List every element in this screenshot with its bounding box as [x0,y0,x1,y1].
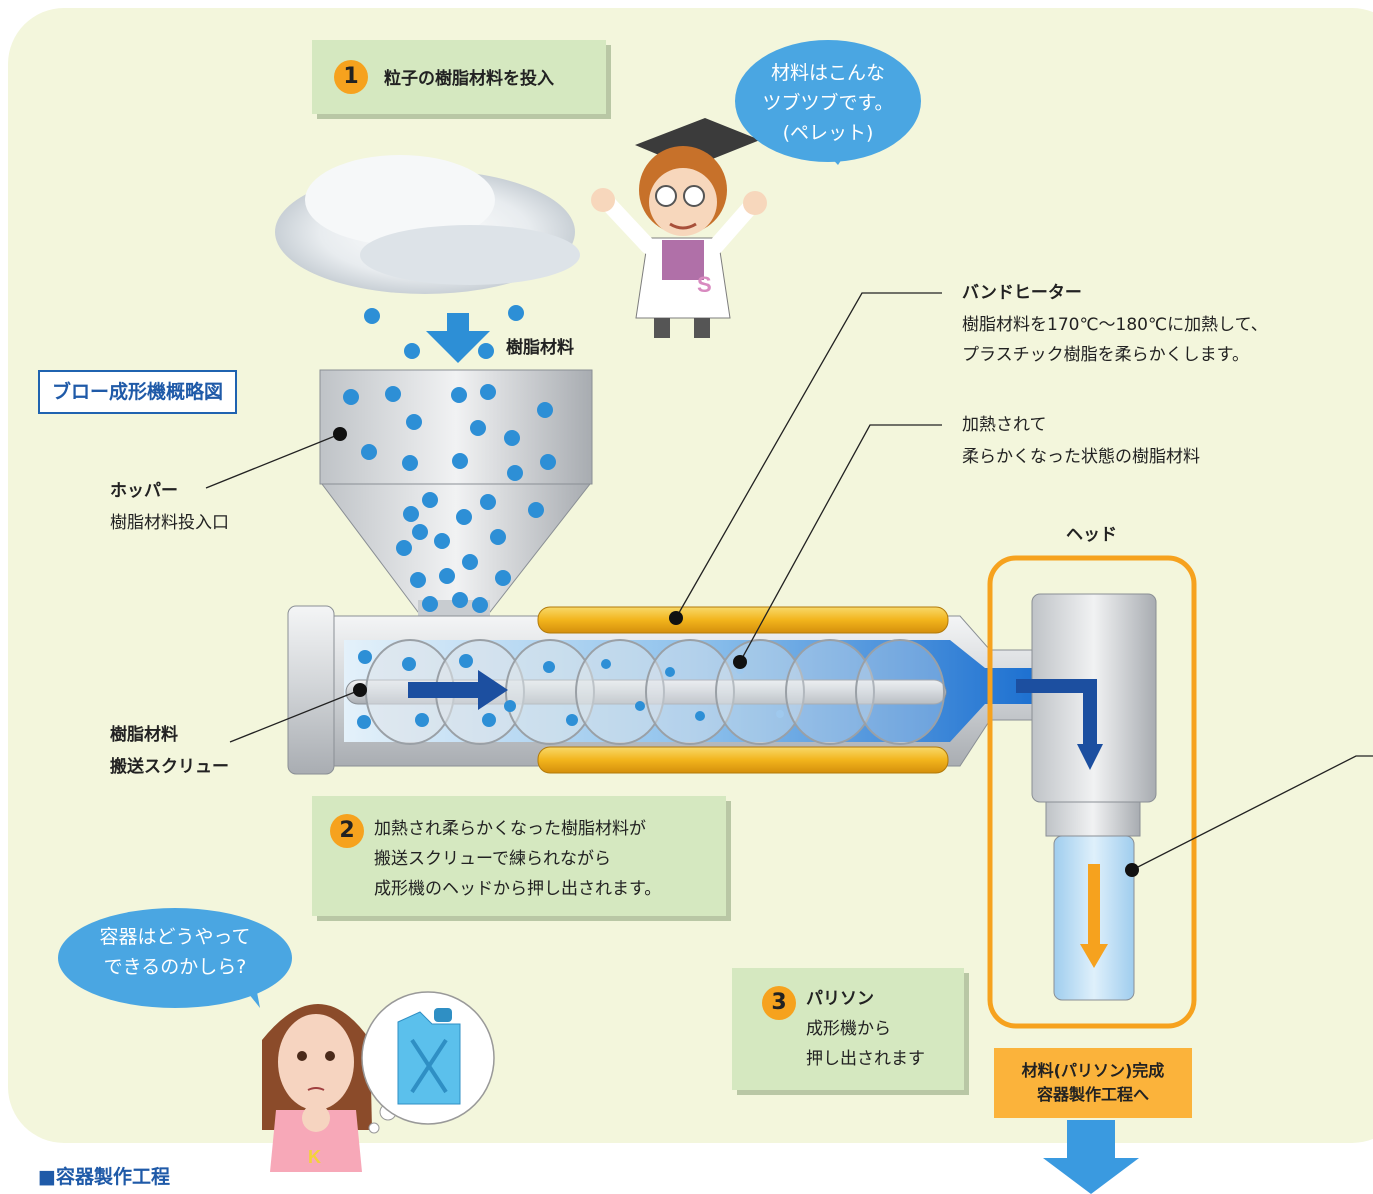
professor-speech-bubble: 材料はこんな ツブツブです。 (ペレット) [735,40,921,162]
heated-material-line1: 加熱されて [962,415,1047,435]
step3-number-badge: 3 [762,986,796,1020]
head-flow-arrow-icon [1016,679,1097,746]
parison-arrow-icon [1088,864,1100,946]
girl-letter: K [308,1147,321,1167]
girl-character [262,1004,372,1172]
head-label: ヘッド [1066,525,1117,545]
pellet-pile [275,155,580,294]
section-heading: ■容器製作工程 [38,1166,170,1188]
diagram-title: ブロー成形機概略図 [38,370,238,414]
professor-bubble-line: ツブツブです。 [762,92,894,114]
step1-number-badge: 1 [334,60,368,94]
professor-bubble-line: (ペレット) [782,122,874,144]
thought-bubble [361,991,495,1134]
leader-dots [333,427,1139,877]
girl-bubble-line: できるのかしら? [103,956,247,978]
screw-label-line2: 搬送スクリュー [110,757,229,777]
hopper-title: ホッパー [110,481,178,501]
step3-text-line: 成形機から [806,1019,891,1039]
step3-box: 3 パリソン 成形機から 押し出されます [732,968,964,1090]
step3-title: パリソン [806,989,874,1009]
band-heater-top [537,606,949,634]
heated-material-line2: 柔らかくなった状態の樹脂材料 [962,447,1200,467]
screw-pellets [357,650,784,729]
bottom-arrow-icon [1067,1120,1115,1160]
parison-complete-callout: 材料(パリソン)完成 容器製作工程へ [994,1048,1192,1118]
hopper-description: 樹脂材料投入口 [110,513,229,533]
step1-box: 1 粒子の樹脂材料を投入 [312,40,606,114]
step2-text-line: 搬送スクリューで練られながら [374,849,611,869]
head-frame [987,555,1197,1029]
band-heater-description-line2: プラスチック樹脂を柔らかくします。 [962,345,1249,365]
step2-text-line: 成形機のヘッドから押し出されます。 [374,879,662,899]
girl-bubble-line: 容器はどうやって [99,926,251,948]
hopper-pellets [343,384,556,613]
callout-line: 材料(パリソン)完成 [1021,1061,1165,1080]
screw-label-line1: 樹脂材料 [110,725,178,745]
step1-text: 粒子の樹脂材料を投入 [384,69,554,89]
step2-text-line: 加熱され柔らかくなった樹脂材料が [374,819,646,839]
step2-number-badge: 2 [330,814,364,848]
professor-character [591,118,767,338]
step3-text-line: 押し出されます [806,1049,925,1069]
band-heater-description-line1: 樹脂材料を170℃〜180℃に加熱して、 [962,315,1268,335]
falling-pellets [364,305,524,359]
band-heater-title: バンドヒーター [962,283,1082,303]
professor-letter: S [697,272,712,297]
leader-lines [205,292,1373,871]
step2-box: 2 加熱され柔らかくなった樹脂材料が 搬送スクリューで練られながら 成形機のヘッ… [312,796,726,916]
professor-bubble-line: 材料はこんな [770,62,885,84]
girl-speech-bubble: 容器はどうやって できるのかしら? [58,908,292,1008]
callout-line: 容器製作工程へ [1036,1085,1149,1104]
flow-arrow-icon [408,670,508,710]
resin-material-label: 樹脂材料 [506,338,574,358]
down-arrow-icon [426,313,490,363]
band-heater-bottom [537,746,949,774]
